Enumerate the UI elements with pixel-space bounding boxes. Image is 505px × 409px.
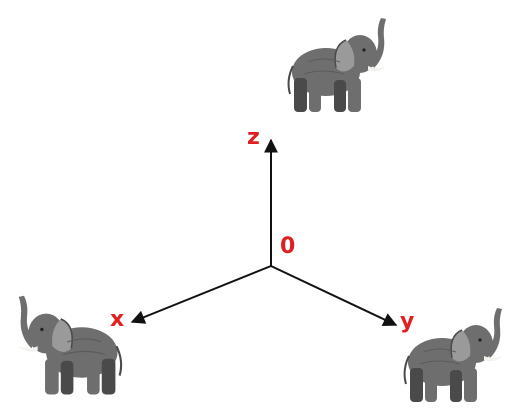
z-axis-label: z <box>247 125 260 150</box>
x-axis-label: x <box>110 307 124 332</box>
origin-label: 0 <box>280 234 295 259</box>
y-axis-label: y <box>400 309 414 334</box>
y-axis-arrow <box>270 265 398 326</box>
elephant-top-image <box>287 17 387 113</box>
elephant-left-image <box>17 294 123 396</box>
elephant-right-image <box>403 307 503 403</box>
x-axis-arrow <box>130 265 272 324</box>
